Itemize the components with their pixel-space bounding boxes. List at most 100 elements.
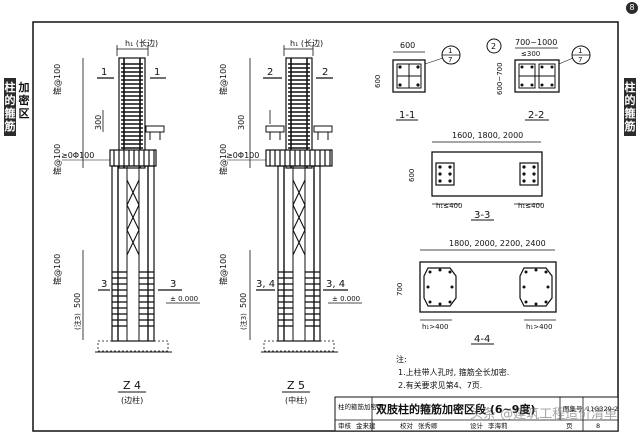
section-2-2: 2 700~1000 ≤300 600~700 1 7 2-2 [486,38,591,121]
side-char: 的 [4,94,16,107]
s22-side: 600~700 [496,62,504,95]
section-3-3: 1600, 1800, 2000 600 h₁≤400 h₁≤400 3-3 [408,131,544,221]
sign-design-label: 设计 [470,421,484,430]
s33-h-right: h₁≤400 [518,202,544,210]
s22-circle-bottom: 7 [578,56,582,64]
sign-check-label: 校对 [400,421,414,430]
z4-dim-500: 500 [73,293,82,308]
s44-h-left: h₁>400 [422,323,448,331]
z5-note: (注3) [239,313,248,330]
s22-name: 2-2 [528,110,544,121]
z5-section-left: 2 [267,67,273,78]
note-1: 1.上柱带人孔时, 箍筋全长加密. [398,367,509,377]
z5-bracing [292,179,306,256]
z4-section-right: 1 [154,67,160,78]
z5-dense-top-label: 箍@100 [218,64,228,95]
z5-beam-label: 箍@100 [218,144,228,175]
s11-dim: 600 [400,41,415,50]
corner-page-badge: 8 [626,2,638,14]
z5-dim-300: 300 [237,115,246,130]
z4-top-dimension: h₁ (长边) [125,38,158,48]
section-4-4: 1800, 2000, 2200, 2400 700 h₁>400 h₁>400… [396,239,557,345]
atlas-number: 11G329-2 [586,405,618,413]
s44-side: 700 [396,283,404,296]
z5-top-dimension: h₁ (长边) [290,38,323,48]
s44-h-right: h₁>400 [526,323,552,331]
s22-badge: 2 [491,42,496,51]
z4-subtitle: (边柱) [121,395,143,405]
s11-circle-bottom: 7 [448,56,452,64]
s22-dim: 700~1000 [515,38,557,47]
s11-side: 600 [374,75,382,88]
sign-check-name: 张秀卿 [418,421,438,430]
sheet-border [32,21,619,432]
side-char: 区 [18,107,30,120]
z4-note: (注3) [73,313,82,330]
z4-lower-stirrups [112,271,154,327]
z4-name: Z 4 [123,379,141,392]
z4-section-low-left: 3 [101,279,107,290]
side-char: 筋 [4,120,16,133]
z5-name: Z 5 [287,379,305,392]
side-char: 箍 [4,107,16,120]
side-char: 箍 [624,107,636,120]
z4-dense-top-label: 箍@100 [52,64,62,95]
z5-level: ± 0.000 [332,295,360,303]
z4-level: ± 0.000 [170,295,198,303]
notes-title: 注: [396,354,407,364]
s44-name: 4-4 [474,334,490,345]
s33-name: 3-3 [474,210,490,221]
z5-subtitle: (中柱) [285,395,307,405]
s22-inner: ≤300 [521,50,540,58]
side-char: 密 [18,94,30,107]
s11-name: 1-1 [399,110,415,121]
note-2: 2.有关要求见第4、7页. [398,380,482,390]
sign-design-name: 李海莉 [488,421,508,430]
z4-upper-stirrups [121,63,143,149]
left-side-tab: 柱 的 箍 筋 [4,78,16,136]
z5-lower-stirrups [278,271,320,327]
z4-dim-300: 300 [94,115,103,130]
atlas-label: 图集号 [563,404,583,413]
s33-h-left: h₁≤400 [436,202,462,210]
title-block: 柱的箍筋加密区 双肢柱的箍筋加密区段 (6~9度) 图集号 11G329-2 审… [334,396,619,432]
z4-dense-bottom-label: 箍@100 [52,254,62,285]
z4-bracing [126,179,140,256]
watermark: 头条 @建筑工程造价清单 [470,407,618,422]
notes: 注: 1.上柱带人孔时, 箍筋全长加密. 2.有关要求见第4、7页. [396,354,509,390]
s33-side: 600 [408,169,416,182]
z5-section-low-right: 3, 4 [326,279,345,290]
column-z5: h₁ (长边) 2 2 箍@100 300 箍@100 [218,38,362,405]
sheet-title: 双肢柱的箍筋加密区段 (6~9度) [376,402,535,416]
section-1-1: 600 600 1 7 1-1 [374,41,461,121]
z5-dense-bottom-label: 箍@100 [218,254,228,285]
side-char: 筋 [624,120,636,133]
sign-review-name: 金来建 [356,421,376,430]
z5-marker: ≥0Φ100 [226,151,259,160]
s22-circle-top: 1 [578,47,582,55]
side-char: 柱 [4,81,16,94]
column-z4: h₁ (长边) 1 1 箍@100 300 箍 [52,38,200,405]
z4-beam-label: 箍@100 [52,144,62,175]
side-char: 的 [624,94,636,107]
page-number: 8 [596,422,600,430]
title-left-cell: 柱的箍筋加密区 [338,402,384,411]
side-char: 加 [18,81,30,94]
sign-review-label: 审核 [338,421,352,430]
s11-circle-top: 1 [448,47,452,55]
z5-section-right: 2 [322,67,328,78]
left-inner-tab: 加 密 区 [18,78,30,123]
side-char: 柱 [624,81,636,94]
right-side-tab: 柱 的 箍 筋 [624,78,636,136]
z4-marker: ≥0Φ100 [61,151,94,160]
z4-section-low-right: 3 [170,279,176,290]
z5-section-low-left: 3, 4 [256,279,275,290]
z5-upper-stirrups [288,63,310,149]
z5-dim-500: 500 [239,293,248,308]
z4-section-left: 1 [101,67,107,78]
s44-dim: 1800, 2000, 2200, 2400 [449,239,546,248]
page-label: 页 [566,422,573,430]
s33-dim: 1600, 1800, 2000 [452,131,523,140]
